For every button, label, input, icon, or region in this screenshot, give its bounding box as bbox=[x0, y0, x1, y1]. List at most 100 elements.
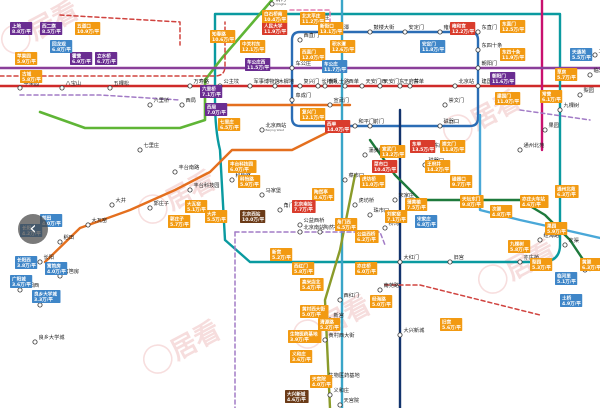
price-tag[interactable]: 上地8.8万/平 bbox=[10, 22, 33, 35]
station-dot[interactable] bbox=[317, 229, 323, 235]
station-dot[interactable] bbox=[437, 123, 443, 129]
prev-arrow-button[interactable]: ‹ bbox=[18, 214, 48, 244]
station-dot[interactable] bbox=[327, 102, 333, 108]
price-tag[interactable]: 果园5.9万/平 bbox=[545, 222, 568, 235]
station-dot[interactable] bbox=[367, 123, 373, 129]
price-tag[interactable]: 黄渠6.3万/平 bbox=[580, 258, 600, 271]
station-dot[interactable] bbox=[229, 177, 235, 183]
station-dot[interactable] bbox=[342, 177, 348, 183]
station-dot[interactable] bbox=[542, 127, 548, 133]
price-tag[interactable]: 旧宫5.6万/平 bbox=[440, 318, 463, 331]
station-dot[interactable] bbox=[402, 29, 408, 35]
station-dot[interactable] bbox=[297, 222, 303, 228]
station-dot[interactable] bbox=[107, 85, 113, 91]
station-dot[interactable] bbox=[397, 83, 403, 89]
station-dot[interactable] bbox=[557, 107, 563, 113]
station-dot[interactable] bbox=[187, 187, 193, 193]
station-dot[interactable] bbox=[297, 37, 303, 43]
station-dot[interactable] bbox=[259, 127, 265, 133]
station-dot[interactable] bbox=[259, 192, 265, 198]
price-tag[interactable]: 霍营6.9万/平 bbox=[70, 52, 93, 65]
station-dot[interactable] bbox=[367, 29, 373, 35]
station-dot[interactable] bbox=[437, 29, 443, 35]
price-tag[interactable]: 古城5.8万/平 bbox=[20, 70, 43, 83]
station-dot[interactable] bbox=[517, 259, 523, 265]
station-dot[interactable] bbox=[337, 297, 343, 303]
station-dot[interactable] bbox=[587, 72, 593, 78]
station-dot[interactable] bbox=[59, 85, 65, 91]
station-dot[interactable] bbox=[367, 212, 373, 218]
station-dot[interactable] bbox=[397, 259, 403, 265]
station-dot[interactable] bbox=[475, 83, 481, 89]
station-dot[interactable] bbox=[289, 65, 295, 71]
station-dot[interactable] bbox=[382, 225, 388, 231]
station-dot[interactable] bbox=[179, 102, 185, 108]
station-dot[interactable] bbox=[392, 197, 398, 203]
station-dot[interactable] bbox=[297, 229, 303, 235]
station-dot[interactable] bbox=[147, 102, 153, 108]
station-dot[interactable] bbox=[17, 287, 23, 293]
price-tag[interactable]: 西局7.0万/平 bbox=[205, 103, 228, 116]
price-tag[interactable]: 土桥4.9万/平 bbox=[560, 294, 583, 307]
station-dot[interactable] bbox=[172, 169, 178, 175]
station-dot[interactable] bbox=[289, 97, 295, 103]
station-dot[interactable] bbox=[187, 83, 193, 89]
station-dot[interactable] bbox=[452, 83, 458, 89]
station-dot[interactable] bbox=[352, 202, 358, 208]
price-tag[interactable]: 梨园5.3万/平 bbox=[530, 258, 553, 271]
station-dot[interactable] bbox=[147, 205, 153, 211]
station-dot[interactable] bbox=[592, 52, 598, 58]
station-dot[interactable] bbox=[407, 83, 413, 89]
station-dot[interactable] bbox=[327, 392, 333, 398]
station-dot[interactable] bbox=[272, 83, 278, 89]
station-dot[interactable] bbox=[377, 83, 383, 89]
station-dot[interactable] bbox=[57, 239, 63, 245]
price-tag[interactable]: 大井5.5万/平 bbox=[205, 210, 228, 223]
station-dot[interactable] bbox=[475, 47, 481, 53]
station-dot[interactable] bbox=[342, 83, 348, 89]
